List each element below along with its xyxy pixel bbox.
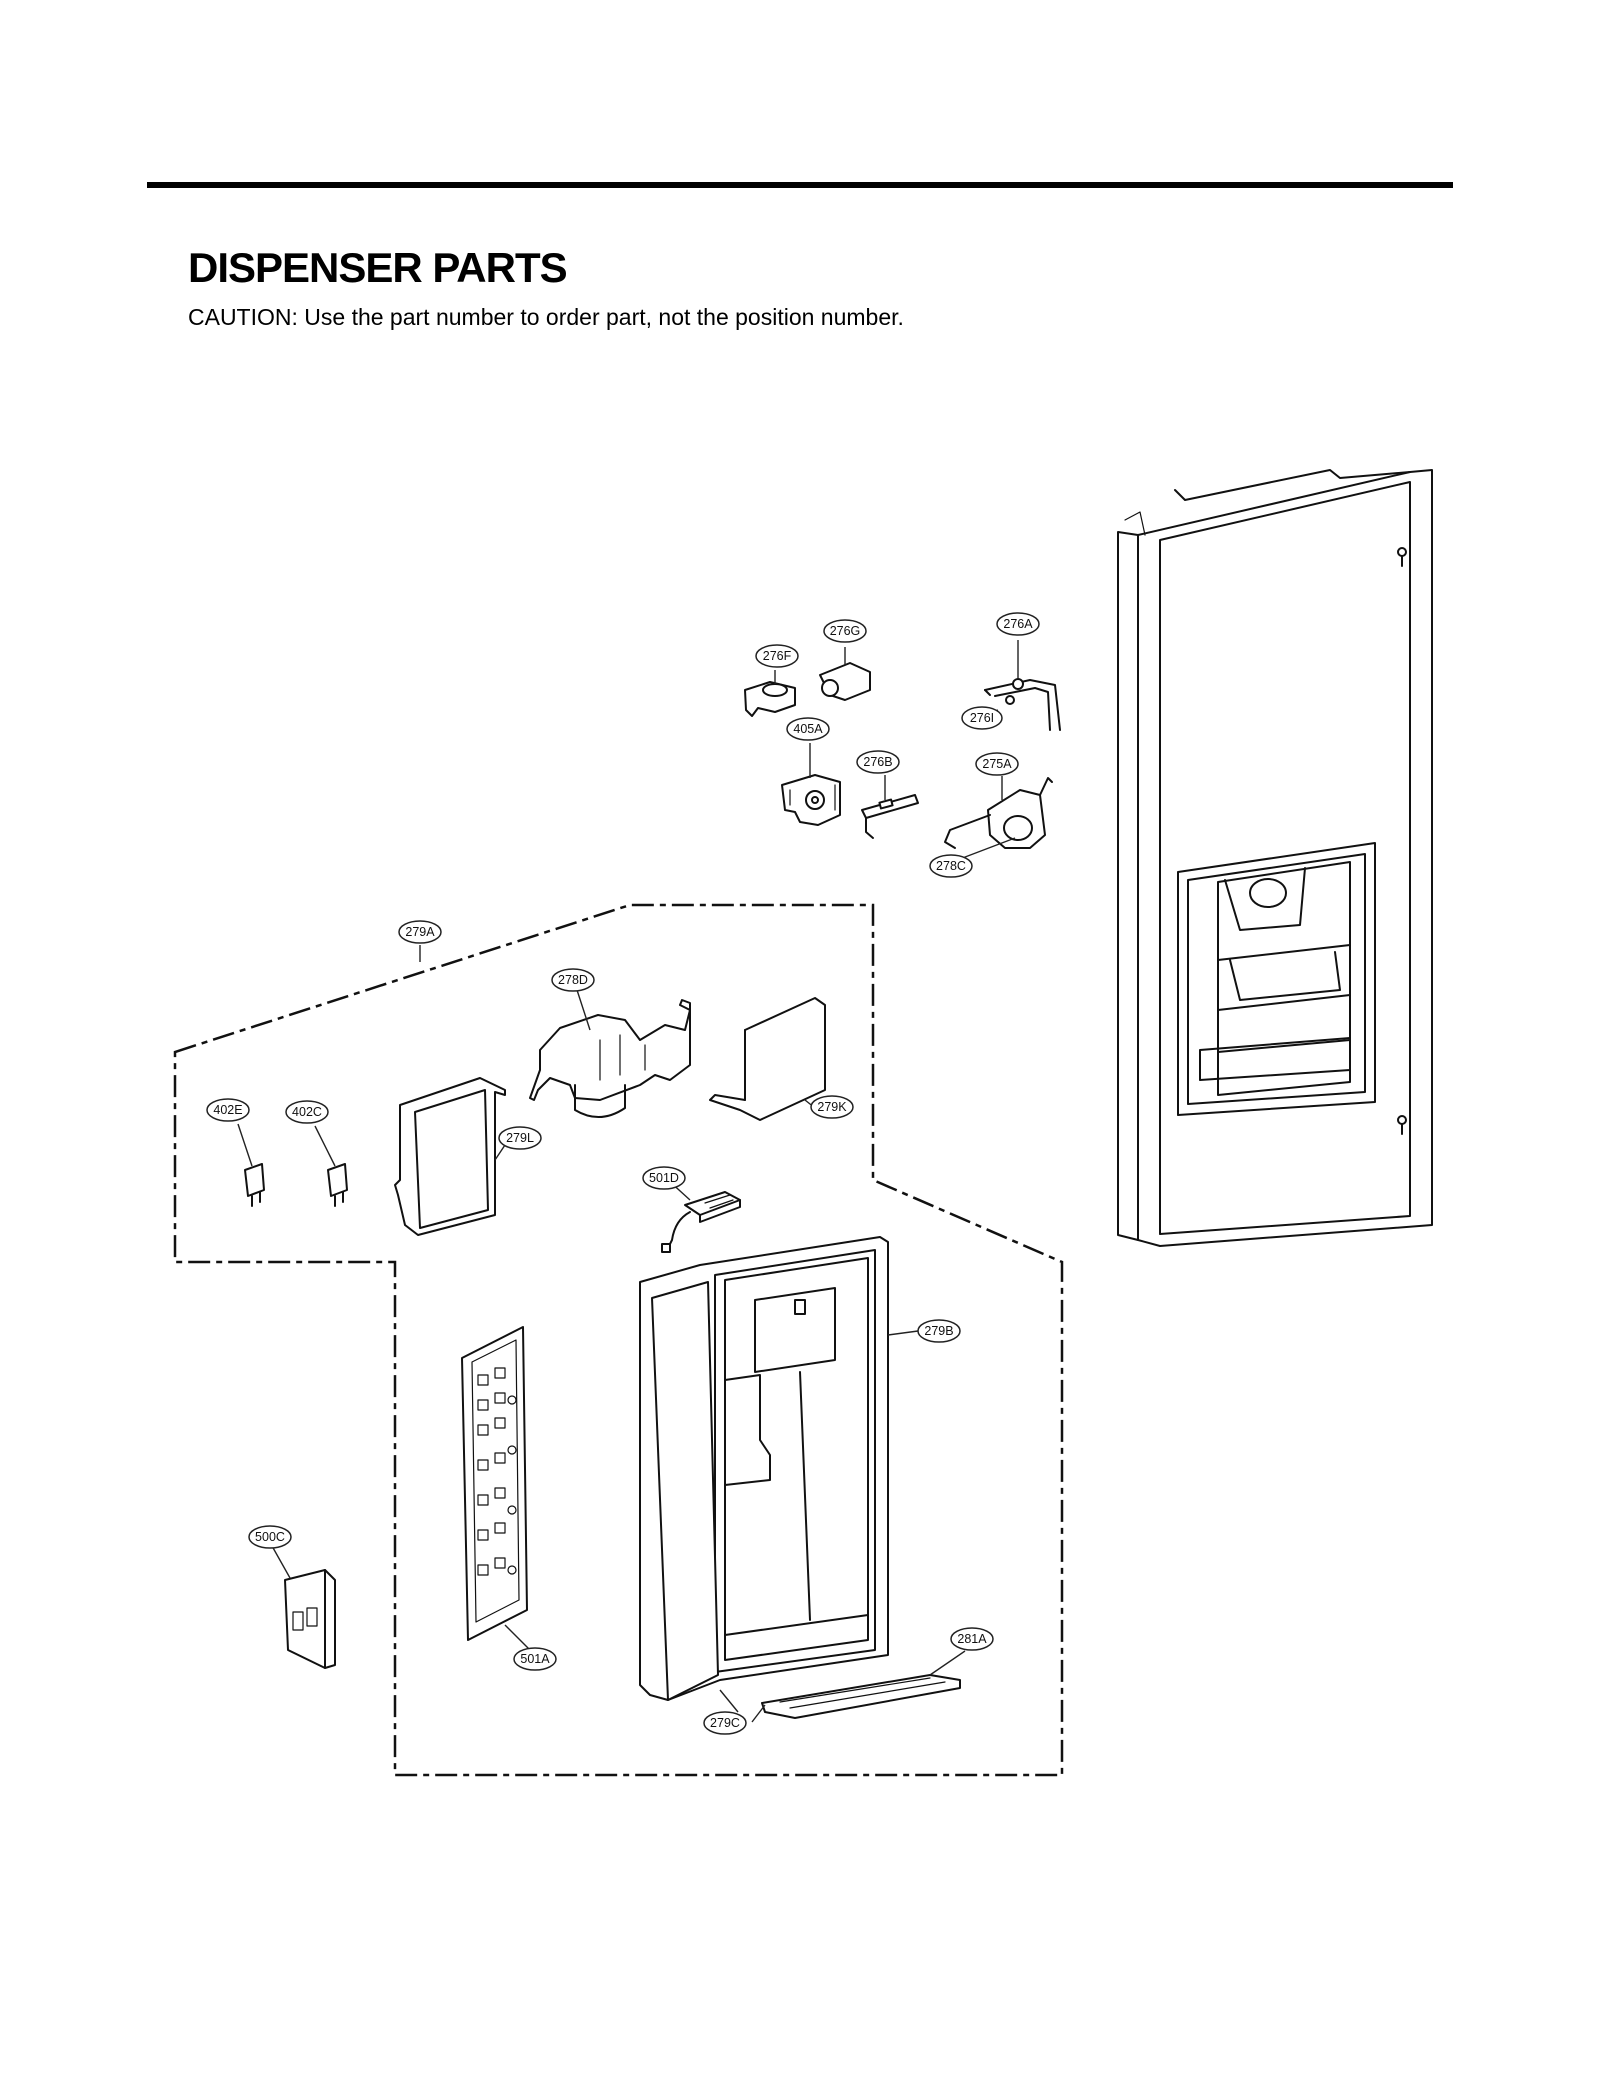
svg-text:278C: 278C bbox=[936, 859, 966, 873]
callout-402E: 402E bbox=[206, 1098, 250, 1122]
svg-text:501D: 501D bbox=[649, 1171, 679, 1185]
callout-275A: 275A bbox=[975, 752, 1019, 776]
callout-405A: 405A bbox=[786, 717, 830, 741]
svg-text:279C: 279C bbox=[710, 1716, 740, 1730]
svg-text:405A: 405A bbox=[793, 722, 823, 736]
callout-402C: 402C bbox=[285, 1100, 329, 1124]
part-276G bbox=[819, 647, 871, 701]
callout-278C: 278C bbox=[929, 854, 973, 878]
part-275A bbox=[944, 776, 1053, 849]
part-402C bbox=[314, 1125, 348, 1207]
svg-text:276I: 276I bbox=[970, 711, 994, 725]
svg-text:279L: 279L bbox=[506, 1131, 534, 1145]
svg-text:275A: 275A bbox=[982, 757, 1012, 771]
callout-278D: 278D bbox=[551, 968, 595, 992]
svg-text:281A: 281A bbox=[957, 1632, 987, 1646]
svg-text:501A: 501A bbox=[520, 1652, 550, 1666]
svg-text:279B: 279B bbox=[924, 1324, 953, 1338]
part-276A bbox=[984, 640, 1061, 731]
svg-text:278D: 278D bbox=[558, 973, 588, 987]
callout-281A: 281A bbox=[950, 1627, 994, 1651]
svg-text:279K: 279K bbox=[817, 1100, 847, 1114]
callout-501D: 501D bbox=[642, 1166, 686, 1190]
part-276B bbox=[861, 775, 919, 839]
part-402E bbox=[237, 1123, 265, 1207]
part-278D bbox=[529, 989, 691, 1118]
leader-279C bbox=[719, 1689, 766, 1723]
caution-note: CAUTION: Use the part number to order pa… bbox=[188, 304, 904, 330]
part-501A bbox=[461, 1326, 531, 1651]
callout-276F: 276F bbox=[755, 644, 799, 668]
callout-500C: 500C bbox=[248, 1525, 292, 1549]
svg-text:276B: 276B bbox=[863, 755, 892, 769]
callout-276B: 276B bbox=[856, 750, 900, 774]
svg-text:500C: 500C bbox=[255, 1530, 285, 1544]
part-279B bbox=[639, 1236, 919, 1701]
assembly-boundary bbox=[173, 903, 1064, 1777]
part-276F bbox=[744, 670, 796, 717]
part-279K bbox=[709, 997, 826, 1121]
part-405A bbox=[781, 743, 841, 826]
part-281A bbox=[761, 1650, 966, 1719]
svg-text:279A: 279A bbox=[405, 925, 435, 939]
part-279L bbox=[394, 1077, 506, 1236]
callout-279C: 279C bbox=[703, 1711, 747, 1735]
callout-276G: 276G bbox=[823, 619, 867, 643]
callout-501A: 501A bbox=[513, 1647, 557, 1671]
callout-279A: 279A bbox=[398, 920, 442, 944]
callout-276A: 276A bbox=[996, 612, 1040, 636]
svg-text:402C: 402C bbox=[292, 1105, 322, 1119]
page-title: DISPENSER PARTS bbox=[188, 244, 568, 291]
callout-276I: 276I bbox=[961, 706, 1003, 730]
svg-text:402E: 402E bbox=[213, 1103, 242, 1117]
part-500C bbox=[271, 1545, 336, 1669]
svg-text:276A: 276A bbox=[1003, 617, 1033, 631]
callout-279L: 279L bbox=[498, 1126, 542, 1150]
svg-text:276G: 276G bbox=[830, 624, 861, 638]
svg-text:276F: 276F bbox=[763, 649, 792, 663]
part-501D bbox=[661, 1179, 741, 1253]
door-assembly bbox=[1117, 469, 1433, 1247]
callout-279B: 279B bbox=[917, 1319, 961, 1343]
header-rule bbox=[147, 182, 1453, 188]
callout-279K: 279K bbox=[810, 1095, 854, 1119]
